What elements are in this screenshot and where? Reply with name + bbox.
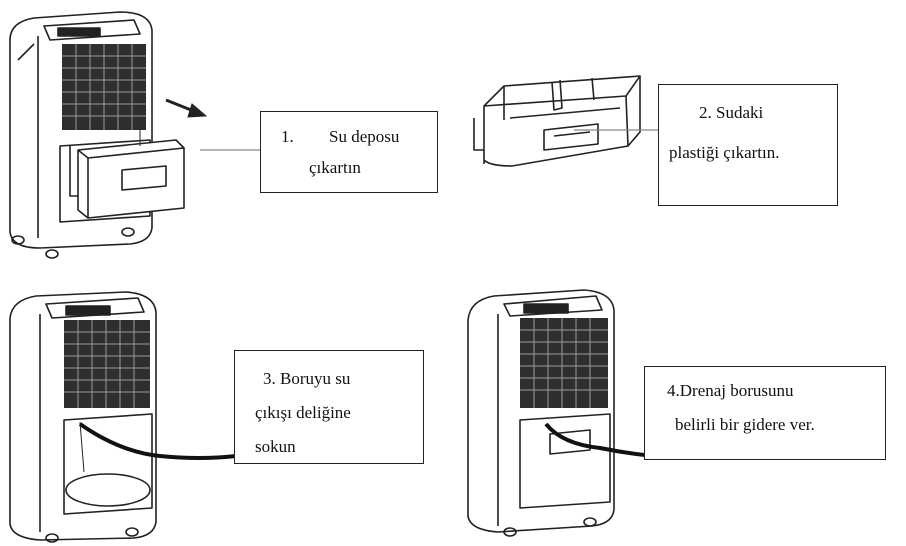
dehumidifier-hose-illustration: [9, 291, 237, 543]
step-4-text-line-2: belirli bir gidere ver.: [675, 415, 815, 434]
step-2: 2. Sudaki plastiği çıkartın.: [450, 0, 906, 270]
dehumidifier-drain-illustration: [467, 289, 697, 537]
step-4: 4.Drenaj borusunu belirli bir gidere ver…: [450, 276, 906, 546]
step-3-text-line-1: 3. Boruyu su: [263, 369, 351, 388]
step-4-text-line-1: 4.Drenaj borusunu: [667, 381, 794, 400]
step-1: 1. Su deposu çıkartın: [0, 0, 450, 270]
step-2-text-line-2: plastiği çıkartın.: [669, 143, 780, 162]
step-3-text-line-3: sokun: [255, 437, 296, 456]
step-4-callout: 4.Drenaj borusunu belirli bir gidere ver…: [644, 366, 886, 460]
step-1-text-line-2: çıkartın: [309, 158, 361, 177]
step-2-text-line-1: 2. Sudaki: [699, 103, 764, 122]
step-3-callout: 3. Boruyu su çıkışı deliğine sokun: [234, 350, 424, 464]
step-1-callout: 1. Su deposu çıkartın: [260, 111, 438, 193]
step-3: 3. Boruyu su çıkışı deliğine sokun: [0, 276, 450, 546]
dehumidifier-tank-out-illustration: [9, 11, 260, 259]
step-2-callout: 2. Sudaki plastiği çıkartın.: [658, 84, 838, 206]
water-tank-illustration: [473, 75, 660, 167]
step-3-text-line-2: çıkışı deliğine: [255, 403, 351, 422]
step-1-text-line-1: Su deposu: [329, 127, 400, 146]
step-1-number: 1.: [281, 127, 294, 146]
